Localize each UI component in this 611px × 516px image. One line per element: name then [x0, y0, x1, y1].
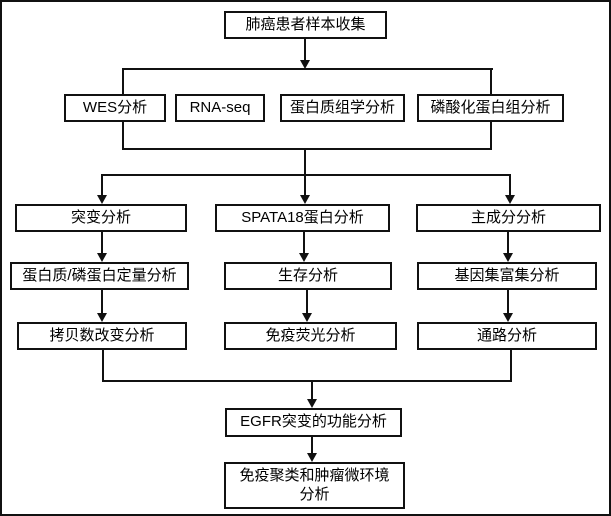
arrowhead-pathway	[503, 313, 513, 322]
connector-bottom-converge	[102, 380, 512, 382]
node-immunofluorescence: 免疫荧光分析	[224, 322, 397, 350]
node-spata18-protein: SPATA18蛋白分析	[215, 204, 390, 232]
connector-spata-survival	[303, 232, 305, 255]
node-cna-analysis: 拷贝数改变分析	[17, 322, 187, 350]
node-wes-analysis: WES分析	[64, 94, 166, 122]
arrowhead-egfr	[307, 399, 317, 408]
arrowhead-top-down	[300, 60, 310, 69]
connector-row3-distribute	[101, 174, 511, 176]
connector-egfr-down	[311, 380, 313, 401]
node-protein-quant: 蛋白质/磷蛋白定量分析	[10, 262, 189, 290]
connector-quant-cna	[101, 290, 103, 315]
node-gsea: 基因集富集分析	[417, 262, 597, 290]
connector-pca-gsea	[507, 232, 509, 255]
connector-center-down	[304, 148, 306, 196]
connector-row2-distribute	[122, 68, 493, 70]
connector-gsea-pathway	[507, 290, 509, 315]
node-sample-collection: 肺癌患者样本收集	[224, 11, 387, 39]
connector-phos-down	[490, 121, 492, 150]
connector-drop-phos	[490, 68, 492, 95]
node-pca: 主成分分析	[416, 204, 601, 232]
connector-cna-down	[102, 350, 104, 382]
connector-drop-mutation	[101, 174, 103, 197]
connector-pathway-down	[510, 350, 512, 382]
arrowhead-gsea	[503, 253, 513, 262]
node-rna-seq: RNA-seq	[175, 94, 265, 122]
connector-drop-wes	[122, 68, 124, 95]
node-proteomics: 蛋白质组学分析	[280, 94, 405, 122]
arrowhead-pca	[505, 195, 515, 204]
arrowhead-survival	[299, 253, 309, 262]
connector-drop-pca	[509, 174, 511, 197]
connector-top-down	[304, 39, 306, 62]
arrowhead-immune	[307, 453, 317, 462]
connector-survival-if	[306, 290, 308, 315]
arrowhead-spata18	[300, 195, 310, 204]
node-immune-clustering: 免疫聚类和肿瘤微环境分析	[224, 462, 405, 509]
arrowhead-if	[302, 313, 312, 322]
node-phosphoproteomics: 磷酸化蛋白组分析	[417, 94, 564, 122]
node-pathway-analysis: 通路分析	[417, 322, 597, 350]
node-mutation-analysis: 突变分析	[15, 204, 187, 232]
connector-mutation-quant	[101, 232, 103, 255]
connector-immune-down	[311, 437, 313, 455]
connector-wes-down	[122, 121, 124, 150]
node-survival-analysis: 生存分析	[224, 262, 392, 290]
node-egfr-function: EGFR突变的功能分析	[225, 408, 402, 437]
connector-row2-converge	[122, 148, 492, 150]
arrowhead-mutation	[97, 195, 107, 204]
arrowhead-quant	[97, 253, 107, 262]
arrowhead-cna	[97, 313, 107, 322]
